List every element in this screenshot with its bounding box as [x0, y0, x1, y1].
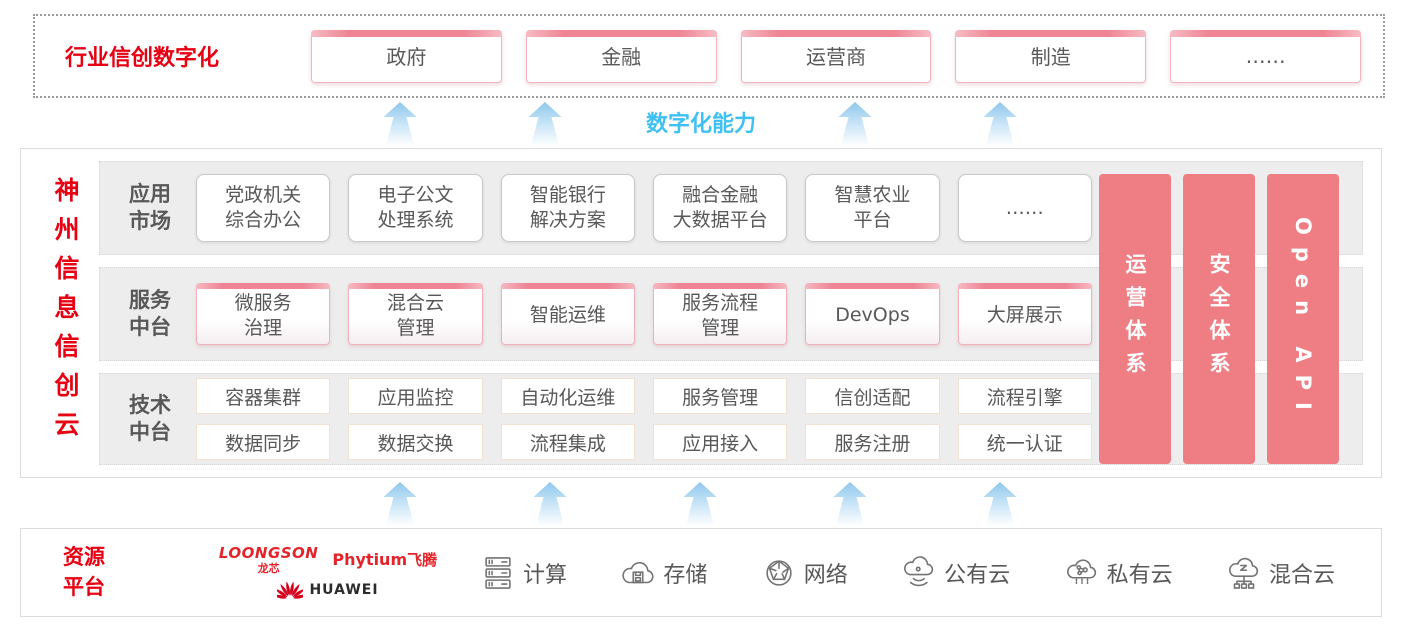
app-box-finance-bigdata: 融合金融 大数据平台 — [652, 174, 788, 242]
tech-box-container-cluster: 容器集群 — [196, 378, 331, 414]
tech-box-service-registry: 服务注册 — [805, 424, 940, 460]
resource-item-public-cloud: 公有云 — [900, 554, 1010, 592]
app-market-boxes: 党政机关 综合办公 电子公文 处理系统 智能银行 解决方案 融合金融 大数据平台… — [196, 174, 1092, 242]
up-arrow-icon — [533, 482, 567, 526]
up-arrow-icon — [383, 482, 417, 526]
service-middle-boxes: 微服务 治理 混合云 管理 智能运维 服务流程 管理 DevOps 大屏展示 — [196, 283, 1093, 345]
resource-platform-label: 资源 平台 — [63, 545, 105, 599]
pillar-open-api: Open API — [1267, 174, 1339, 464]
industry-box-finance: 金融 — [525, 29, 717, 83]
service-middle-label: 服务 中台 — [129, 287, 171, 339]
resource-item-hybrid-cloud: 混合云 — [1225, 554, 1335, 592]
industry-box-more: …… — [1170, 29, 1361, 83]
industry-box-government: 政府 — [311, 29, 502, 83]
service-box-service-process-mgmt: 服务流程 管理 — [652, 283, 788, 345]
industry-band: 行业信创数字化 政府 金融 运营商 制造 …… — [33, 14, 1385, 98]
tech-middle-label: 技术 中台 — [129, 392, 171, 444]
platform-container: 神州信息信创云 应用 市场 党政机关 综合办公 电子公文 处理系统 智能银行 解… — [20, 148, 1382, 478]
resource-item-compute: 计算 — [479, 554, 567, 592]
tech-box-xinchuang-adaptation: 信创适配 — [805, 378, 940, 414]
tech-middle-panel: 技术 中台 容器集群 数据同步 应用监控 数据交换 自动化运维 流程集成 服务管… — [99, 373, 1363, 465]
service-box-devops: DevOps — [805, 283, 940, 345]
service-box-intelligent-ops: 智能运维 — [500, 283, 636, 345]
up-arrow-icon — [983, 482, 1017, 526]
loongson-logo: LOONGSON 龙芯 — [218, 543, 319, 575]
phytium-logo: Phytium飞腾 — [332, 550, 438, 569]
app-box-edoc-system: 电子公文 处理系统 — [348, 174, 483, 242]
up-arrow-icon — [833, 482, 867, 526]
tech-box-automated-ops: 自动化运维 — [500, 378, 635, 414]
digital-capability-label: 数字化能力 — [645, 112, 756, 137]
industry-band-title: 行业信创数字化 — [65, 46, 220, 71]
tech-box-data-sync: 数据同步 — [196, 424, 331, 460]
app-box-smart-agriculture: 智慧农业 平台 — [805, 174, 940, 242]
up-arrow-icon — [683, 482, 717, 526]
huawei-logo: HUAWEI — [277, 578, 378, 602]
tech-box-unified-auth: 统一认证 — [957, 424, 1092, 460]
huawei-flower-icon — [277, 581, 304, 599]
app-market-panel: 应用 市场 党政机关 综合办公 电子公文 处理系统 智能银行 解决方案 融合金融… — [99, 161, 1363, 255]
resource-item-private-cloud: 私有云 — [1063, 554, 1173, 592]
service-box-big-screen: 大屏展示 — [957, 283, 1093, 345]
resource-item-network: 网络 — [760, 554, 848, 592]
pillar-security-system: 安全体系 — [1183, 174, 1255, 464]
platform-title: 神州信息信创云 — [51, 176, 80, 450]
resource-item-storage: 存储 — [619, 554, 707, 592]
tech-box-process-integration: 流程集成 — [500, 424, 635, 460]
service-middle-panel: 服务 中台 微服务 治理 混合云 管理 智能运维 服务流程 管理 DevOps … — [99, 267, 1363, 361]
public-cloud-icon — [904, 555, 934, 586]
app-box-smart-banking: 智能银行 解决方案 — [500, 174, 635, 242]
service-box-hybrid-cloud-mgmt: 混合云 管理 — [348, 283, 483, 345]
industry-box-manufacturing: 制造 — [955, 29, 1147, 83]
tech-box-service-mgmt: 服务管理 — [652, 378, 788, 414]
pillar-operation-system: 运营体系 — [1099, 174, 1171, 464]
industry-box-carrier: 运营商 — [740, 29, 932, 83]
app-box-more: …… — [957, 174, 1092, 242]
industry-box-row: 政府 金融 运营商 制造 …… — [311, 29, 1361, 83]
network-globe-icon — [766, 559, 792, 586]
app-market-label: 应用 市场 — [129, 181, 171, 233]
resource-platform-band: 资源 平台 LOONGSON 龙芯 Phytium飞腾 — [20, 528, 1382, 617]
hybrid-cloud-icon — [1228, 557, 1259, 589]
storage-cloud-icon — [622, 561, 654, 583]
compute-server-icon — [485, 556, 511, 589]
resource-items: 计算 存储 网络 — [443, 554, 1381, 592]
service-box-microservice-governance: 微服务 治理 — [196, 283, 331, 345]
tech-box-data-exchange: 数据交换 — [348, 424, 483, 460]
app-box-party-gov-office: 党政机关 综合办公 — [196, 174, 331, 242]
vendor-logos: LOONGSON 龙芯 Phytium飞腾 — [213, 544, 443, 602]
tech-box-app-monitoring: 应用监控 — [348, 378, 483, 414]
tech-box-process-engine: 流程引擎 — [957, 378, 1092, 414]
tech-middle-boxes: 容器集群 数据同步 应用监控 数据交换 自动化运维 流程集成 服务管理 应用接入… — [196, 378, 1092, 460]
tech-box-app-access: 应用接入 — [652, 424, 788, 460]
private-cloud-icon — [1066, 558, 1096, 584]
